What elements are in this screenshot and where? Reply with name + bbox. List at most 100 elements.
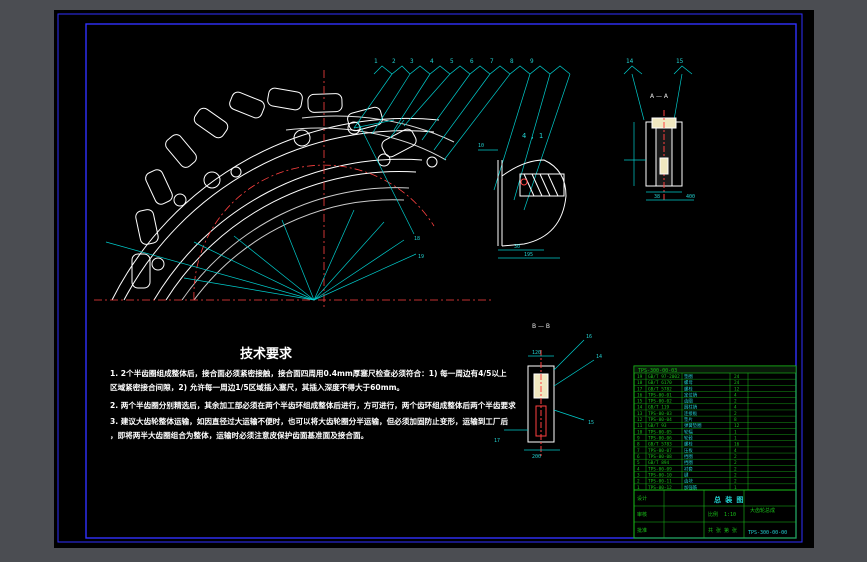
parts-row-name: 定位销 — [684, 391, 698, 398]
notes-line-4: 3. 建议大齿轮整体运输，如因直径过大运输不便时，也可以将大齿轮圈分半运输，但必… — [110, 416, 508, 426]
parts-row-qty: 4 — [734, 392, 737, 398]
callout-6: 6 — [470, 58, 474, 65]
parts-row-qty: 2 — [734, 466, 737, 472]
parts-row-name: 螺母 — [684, 379, 693, 386]
company-name: 大齿轮总成 — [750, 507, 775, 514]
callout-8: 8 — [510, 58, 514, 65]
assembly-title: 总 装 图 — [714, 495, 743, 504]
parts-row-no: 4 — [637, 466, 640, 472]
callout-10: 10 — [478, 143, 484, 149]
parts-row-no: 3 — [637, 472, 640, 478]
notes-line-5: ，即将两半大齿圈组合为整体，运输时必须注意皮保护齿面基准面及接合面。 — [110, 430, 368, 440]
section-b-label: B — B — [532, 323, 550, 330]
parts-row-no: 1 — [637, 485, 640, 491]
section-a-dims — [624, 122, 694, 201]
section-a-dim-1: 38 — [654, 194, 660, 200]
parts-row-qty: 4 — [734, 448, 737, 454]
parts-row-no: 14 — [637, 405, 643, 411]
parts-row-no: 8 — [637, 442, 640, 448]
parts-row-name: 加强筋 — [684, 484, 698, 491]
parts-row-no: 13 — [637, 411, 643, 417]
parts-row-qty: 24 — [734, 380, 740, 386]
parts-row-qty: 16 — [734, 442, 740, 448]
parts-row-qty: 12 — [734, 423, 740, 429]
center-lines — [94, 70, 494, 310]
parts-row-code: TPS-00-07 — [648, 448, 672, 454]
parts-row-code: TPS-00-02 — [648, 399, 672, 405]
callout-2: 2 — [392, 58, 396, 65]
parts-row-qty: 8 — [734, 417, 737, 423]
notes-title: 技术要求 — [240, 346, 293, 362]
parts-row-qty: 1 — [734, 429, 737, 435]
sheet-label: 共 张 第 张 — [708, 527, 737, 534]
parts-row-code: GB/T 93 — [648, 423, 667, 429]
gear-ring-view — [111, 115, 455, 301]
detail-dim-1: 30 — [514, 244, 520, 250]
top-callout-numbers: 1 2 3 4 5 6 7 8 9 14 15 — [374, 58, 684, 65]
parts-row-code: TPS-00-03 — [648, 411, 672, 417]
detail-view — [497, 159, 567, 247]
parts-row-no: 9 — [637, 436, 640, 442]
detail-dim-2: 195 — [524, 252, 533, 258]
parts-row-code: GB/T 97-2002 — [648, 374, 680, 380]
callout-17: 17 — [494, 438, 500, 444]
parts-row-code: TPS-00-10 — [648, 472, 672, 478]
parts-row-code: GB/T 119 — [648, 405, 670, 411]
parts-row-name: 齿块 — [684, 478, 693, 485]
checker-label: 审核 — [637, 511, 647, 518]
approver-label: 批准 — [637, 527, 647, 534]
notes-line-3: 2. 两个半齿圈分别精选后，其余加工部必须在两个半齿环组成整体后进行，方可进行，… — [110, 400, 516, 410]
bottom-dim-1: 120 — [532, 350, 541, 356]
callout-1: 1 — [374, 58, 378, 65]
section-a-dim-2: 400 — [686, 194, 695, 200]
parts-row-no: 17 — [637, 386, 643, 392]
parts-row-code: TPS-00-06 — [648, 436, 672, 442]
parts-row-qty: 4 — [734, 405, 737, 411]
cad-drawing: 1 2 3 4 5 6 7 8 9 14 15 4 , 1 10 30 195 … — [57, 13, 803, 543]
parts-row-code: TPS-00-09 — [648, 466, 672, 472]
parts-row-name: 衬套 — [684, 465, 693, 472]
parts-row-code: GB/T 5782 — [648, 386, 672, 392]
parts-row-name: 弹簧垫圈 — [684, 422, 702, 429]
gear-bolt-holes — [151, 121, 438, 271]
parts-row-no: 12 — [637, 417, 643, 423]
scale-label: 比例 — [708, 511, 718, 518]
parts-row-code: GB/T 6170 — [648, 380, 672, 386]
parts-row-no: 6 — [637, 454, 640, 460]
callout-14-top: 14 — [626, 58, 634, 65]
parts-row-qty: 24 — [734, 374, 740, 380]
gear-slots — [131, 87, 417, 289]
parts-row-no: 18 — [637, 380, 643, 386]
callout-14: 14 — [596, 354, 602, 360]
callout-18: 18 — [414, 236, 420, 242]
parts-row-no: 5 — [637, 460, 640, 466]
callout-9: 9 — [530, 58, 534, 65]
parts-row-qty: 2 — [734, 411, 737, 417]
parts-row-code: TPS-00-11 — [648, 479, 672, 485]
parts-row-code: TPS-00-12 — [648, 485, 672, 491]
notes-line-1: 1. 2个半齿圈组成整体后，接合面必须紧密接触，接合面四周用0.4mm厚塞尺检查… — [110, 368, 507, 378]
parts-row-no: 15 — [637, 399, 643, 405]
parts-row-name: 轮毂 — [684, 435, 693, 442]
parts-row-name: 螺栓 — [684, 441, 693, 448]
parts-row-code: GB/T 894 — [648, 460, 670, 466]
section-a-label: A — A — [650, 93, 669, 100]
bottom-dim-2: 200 — [532, 454, 541, 460]
parts-row-name: 齿圈 — [684, 399, 693, 405]
parts-row-qty: 12 — [734, 386, 740, 392]
outer-frame — [57, 13, 803, 543]
parts-row-no: 19 — [637, 374, 643, 380]
parts-row-name: 圆柱销 — [684, 404, 698, 411]
parts-row-qty: 2 — [734, 460, 737, 466]
callout-4: 4 — [430, 58, 434, 65]
scale-value: 1:10 — [724, 512, 736, 518]
section-a-view — [645, 110, 683, 200]
parts-row-no: 16 — [637, 392, 643, 398]
parts-row-name: 垫圈 — [684, 373, 693, 380]
callout-15: 15 — [588, 420, 594, 426]
parts-row-no: 10 — [637, 429, 643, 435]
drawing-viewport[interactable]: 1 2 3 4 5 6 7 8 9 14 15 4 , 1 10 30 195 … — [54, 10, 814, 548]
detail-dims — [478, 149, 560, 259]
